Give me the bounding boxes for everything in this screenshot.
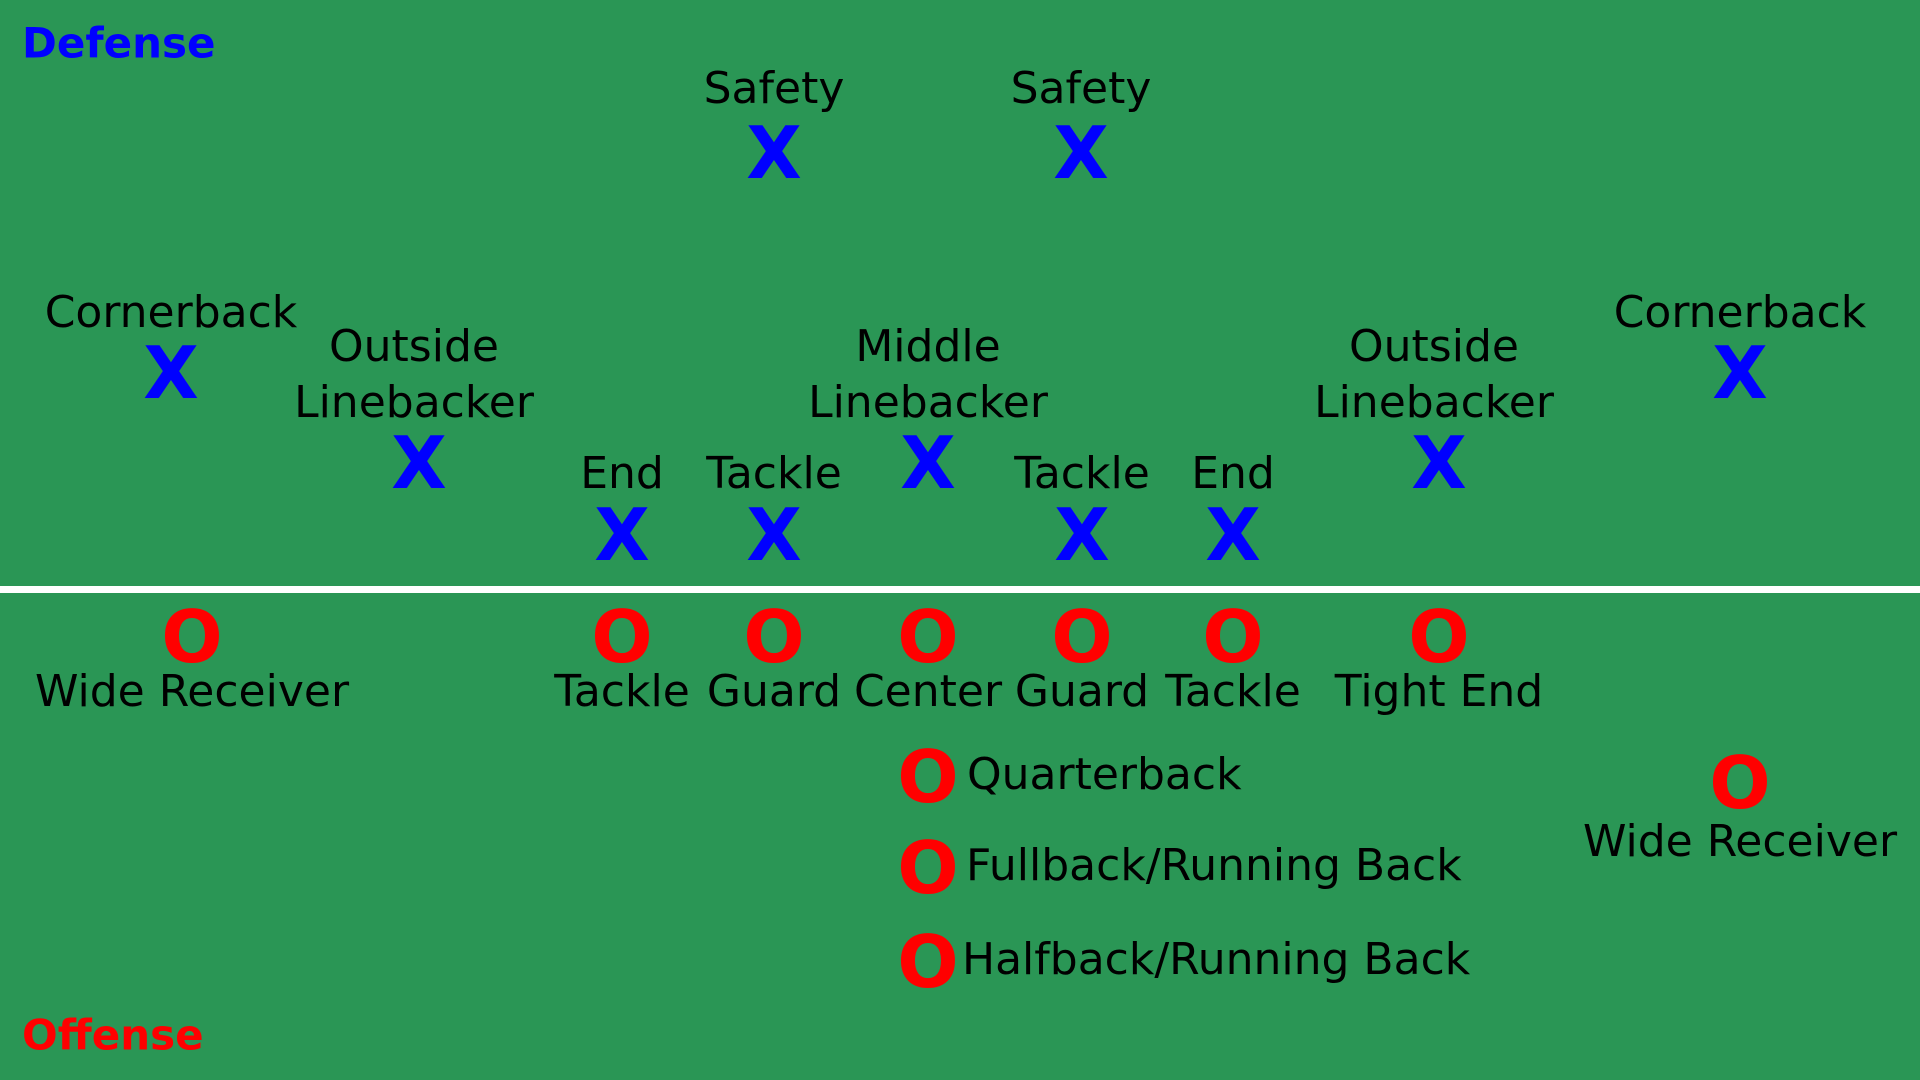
defense-player-marker: X <box>900 421 956 505</box>
defense-position-label: Safety <box>703 63 845 114</box>
defense-player-marker: X <box>1411 421 1467 505</box>
offense-player-marker: O <box>897 595 959 679</box>
offense-position-label: Fullback/Running Back <box>966 840 1462 891</box>
defense-position-label: End <box>1191 448 1275 499</box>
defense-position-label: Middle Linebacker <box>808 321 1048 428</box>
offense-player-marker: O <box>897 920 959 1004</box>
offense-player-marker: O <box>1202 595 1264 679</box>
offense-position-label: Tackle <box>554 666 690 717</box>
offense-position-label: Tackle <box>1165 666 1301 717</box>
offense-player-marker: O <box>161 595 223 679</box>
defense-position-label: Outside Linebacker <box>1314 321 1554 428</box>
defense-position-label: Cornerback <box>44 287 298 338</box>
defense-position-label: Outside Linebacker <box>294 321 534 428</box>
offense-player-marker: O <box>1709 741 1771 825</box>
defense-player-marker: X <box>594 493 650 577</box>
offense-player-marker: O <box>1408 595 1470 679</box>
defense-position-label: Tackle <box>706 448 842 499</box>
offense-position-label: Quarterback <box>967 749 1242 800</box>
defense-player-marker: X <box>143 331 199 415</box>
defense-player-marker: X <box>1712 331 1768 415</box>
offense-player-marker: O <box>743 595 805 679</box>
defense-position-label: Safety <box>1010 63 1152 114</box>
offense-player-marker: O <box>897 826 959 910</box>
defense-player-marker: X <box>1205 493 1261 577</box>
offense-position-label: Center <box>853 666 1003 717</box>
offense-player-marker: O <box>591 595 653 679</box>
offense-title: Offense <box>22 1010 204 1060</box>
defense-player-marker: X <box>1053 111 1109 195</box>
defense-player-marker: X <box>746 111 802 195</box>
offense-position-label: Guard <box>1014 666 1150 717</box>
offense-player-marker: O <box>897 735 959 819</box>
line-of-scrimmage <box>0 586 1920 593</box>
offense-position-label: Wide Receiver <box>1582 816 1898 867</box>
defense-player-marker: X <box>746 493 802 577</box>
defense-title: Defense <box>22 18 216 68</box>
defense-position-label: Cornerback <box>1613 287 1867 338</box>
offense-position-label: Tight End <box>1334 666 1544 717</box>
offense-position-label: Halfback/Running Back <box>962 934 1471 985</box>
offense-position-label: Guard <box>706 666 842 717</box>
defense-player-marker: X <box>391 421 447 505</box>
offense-player-marker: O <box>1051 595 1113 679</box>
offense-position-label: Wide Receiver <box>34 666 350 717</box>
defense-position-label: Tackle <box>1014 448 1150 499</box>
defense-position-label: End <box>580 448 664 499</box>
defense-player-marker: X <box>1054 493 1110 577</box>
